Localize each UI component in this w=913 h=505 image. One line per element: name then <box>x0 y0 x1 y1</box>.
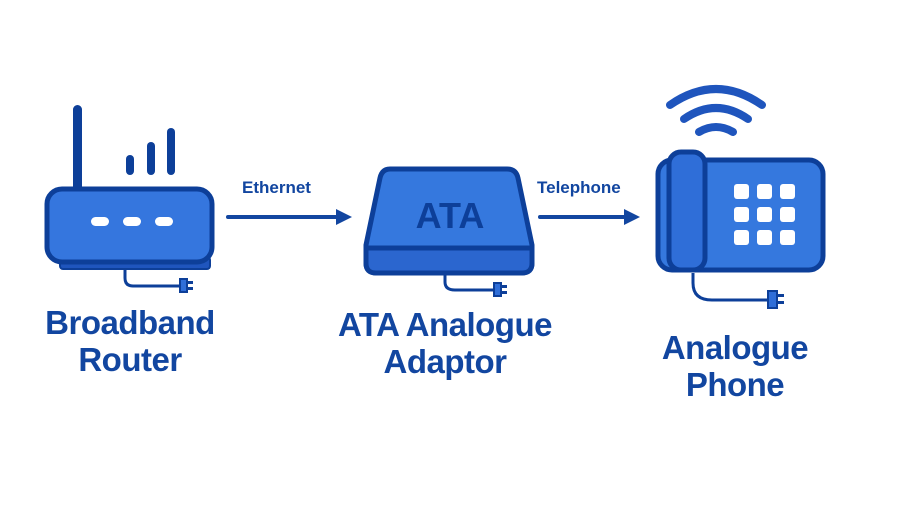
arrow-telephone <box>538 209 640 225</box>
router-icon <box>44 105 215 293</box>
ata-device-icon <box>363 166 535 297</box>
node-label-router-line1: Broadband <box>45 304 215 341</box>
node-label-phone-line1: Analogue <box>661 329 809 366</box>
node-label-ata-line1: ATA Analogue <box>338 306 552 343</box>
node-label-router-line2: Router <box>78 340 182 378</box>
arrow-ethernet <box>226 209 352 225</box>
node-label-ata-line2: Adaptor <box>383 342 508 380</box>
node-label-phone: Analogue Phone <box>620 329 850 404</box>
desk-phone-icon <box>655 85 826 309</box>
ata-badge-text: ATA <box>415 195 485 236</box>
node-label-phone-line2: Phone <box>685 365 785 403</box>
edge-label-telephone: Telephone <box>537 178 621 197</box>
node-label-router: Broadband Router <box>20 304 240 379</box>
node-label-ata: ATA Analogue Adaptor <box>310 306 580 381</box>
edge-label-ethernet: Ethernet <box>242 178 311 197</box>
